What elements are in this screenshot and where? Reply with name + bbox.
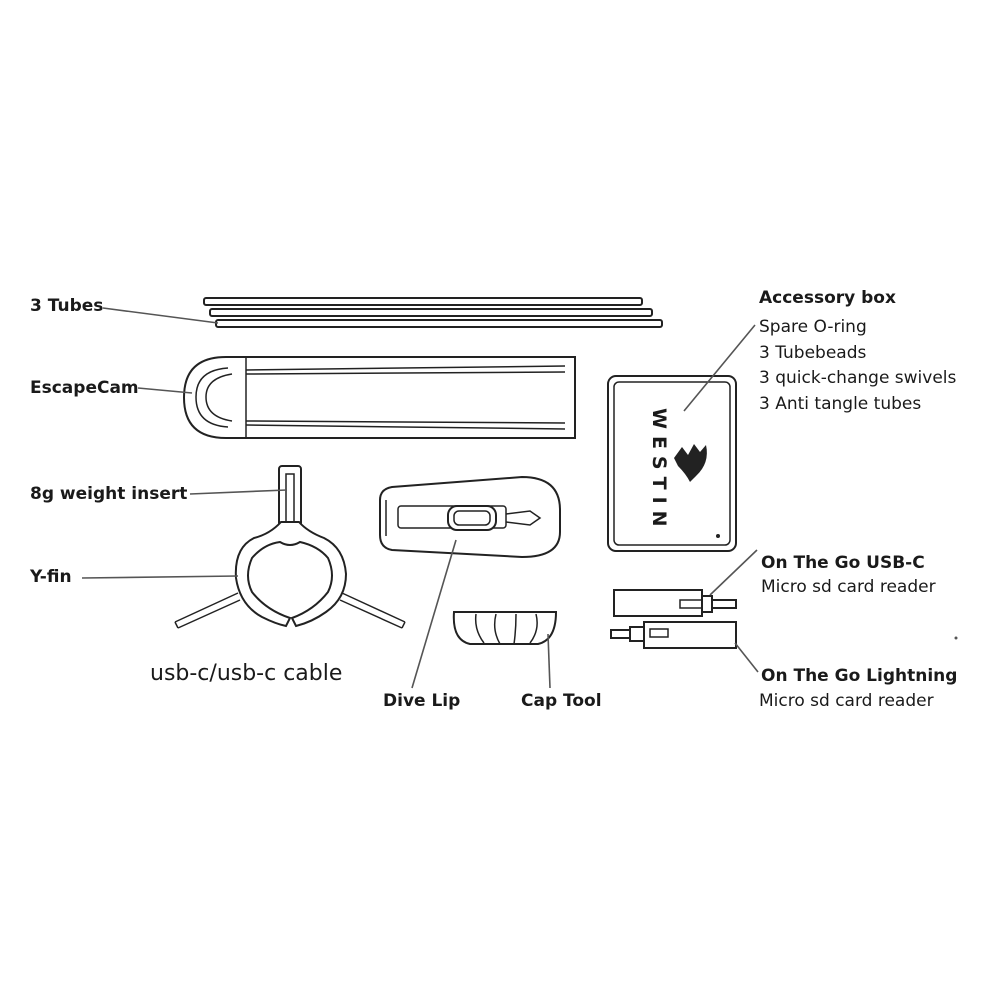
westin-logo: WESTIN [648, 408, 670, 534]
label-weight-insert: 8g weight insert [30, 484, 188, 504]
usb-c-reader-title: On The Go USB-C [761, 553, 925, 573]
usb-c-reader-drawing [613, 589, 737, 617]
accessory-box-title: Accessory box [759, 288, 896, 308]
yfin-drawing [174, 465, 406, 629]
accessory-box-drawing [607, 375, 737, 552]
label-cap-tool: Cap Tool [521, 691, 602, 711]
lightning-reader-title: On The Go Lightning [761, 666, 958, 686]
cap-tool-drawing [452, 611, 558, 645]
lightning-reader-drawing [610, 621, 737, 649]
tubes-drawing [203, 297, 663, 328]
label-dive-lip: Dive Lip [383, 691, 461, 711]
label-tubes: 3 Tubes [30, 296, 104, 316]
list-item: 3 quick-change swivels [759, 368, 957, 388]
accessory-box-list: Spare O-ring 3 Tubebeads 3 quick-change … [759, 315, 956, 417]
dive-lip-drawing [379, 475, 561, 559]
label-cable: usb-c/usb-c cable [150, 661, 343, 686]
label-escapecam: EscapeCam [30, 378, 139, 398]
list-item: 3 Tubebeads [759, 342, 867, 363]
westin-fish-logo-icon [674, 444, 707, 482]
leader-lines [81, 307, 759, 689]
lightning-reader-subtitle: Micro sd card reader [759, 691, 934, 711]
escapecam-drawing [182, 356, 576, 439]
list-item: Spare O-ring [759, 317, 867, 337]
label-yfin: Y-fin [30, 567, 72, 587]
list-item: 3 Anti tangle tubes [759, 393, 922, 414]
usb-c-reader-subtitle: Micro sd card reader [761, 577, 936, 597]
